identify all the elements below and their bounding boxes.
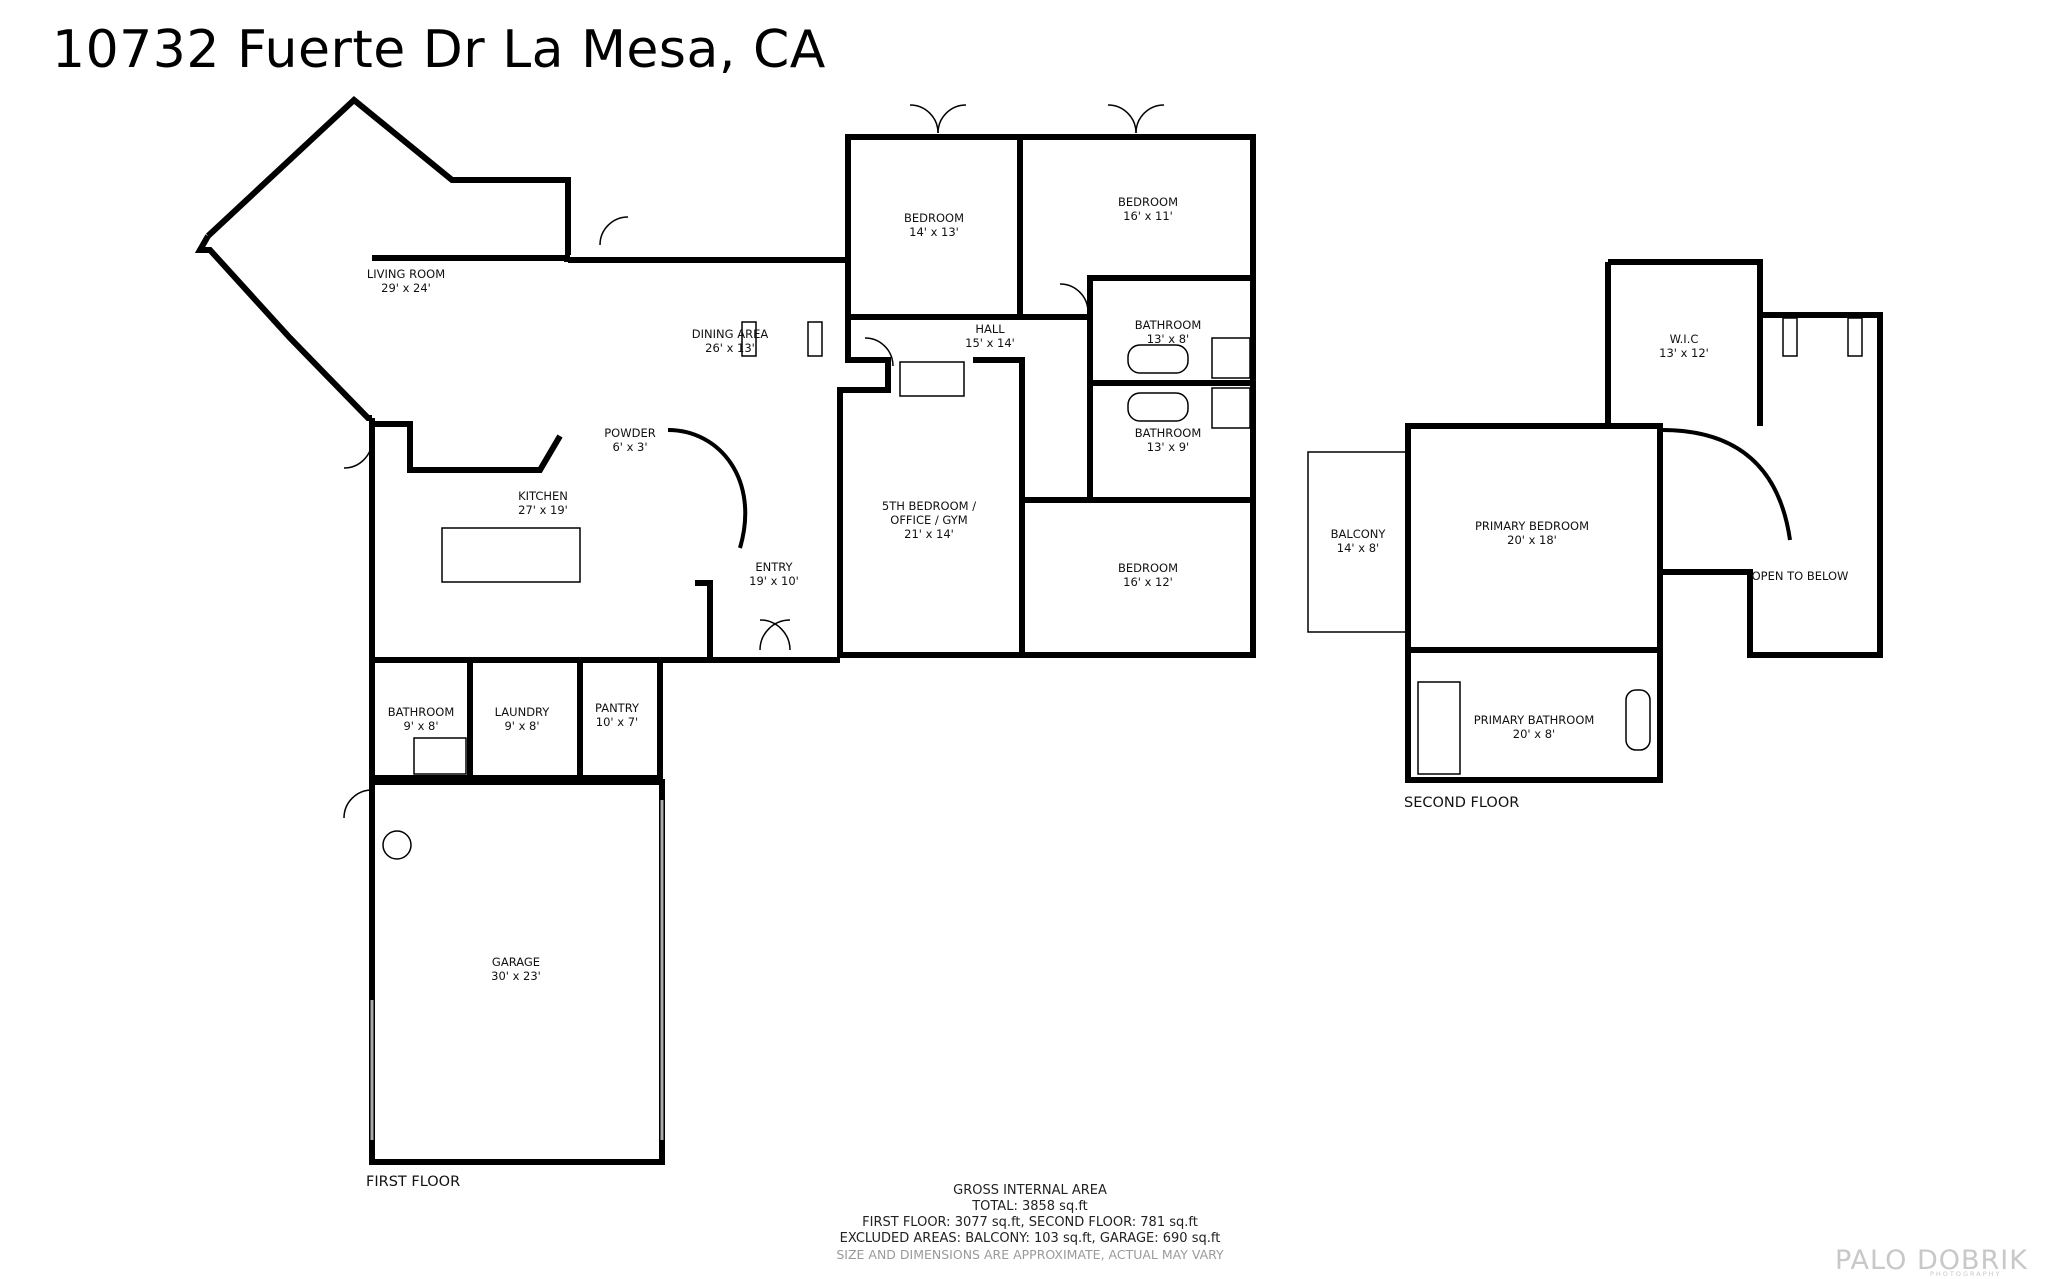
stair-curve (667, 428, 748, 549)
wall-service (369, 660, 663, 781)
wall-kitchen-top (372, 421, 563, 473)
dining-area-label: DINING AREA (692, 327, 769, 341)
wall-living-west (194, 234, 372, 421)
second-floor-label: SECOND FLOOR (1404, 795, 1519, 811)
wall-primary-bathroom (1405, 647, 1663, 783)
door-arc (909, 104, 939, 134)
wall-dining-top (568, 137, 851, 263)
area-floors: FIRST FLOOR: 3077 sq.ft, SECOND FLOOR: 7… (862, 1215, 1198, 1230)
entry-label: ENTRY (755, 560, 793, 574)
bathroom-a-label: BATHROOM (1135, 318, 1202, 332)
wall-wic-left (1605, 262, 1664, 575)
wall-bathroom-b (1087, 278, 1256, 503)
bathroom-b-label: BATHROOM (1135, 426, 1202, 440)
skylight (807, 321, 823, 357)
primary-bathroom-label: PRIMARY BATHROOM (1474, 713, 1595, 727)
door-arc (343, 439, 373, 469)
open-to-below-label: OPEN TO BELOW (1752, 569, 1849, 583)
kitchen-label: KITCHEN (518, 489, 568, 503)
powder-size: 6' x 3' (612, 440, 647, 454)
bathtub (1625, 689, 1651, 751)
fifth-bedroom-label-1: 5TH BEDROOM / (882, 499, 976, 513)
kitchen-size: 27' x 19' (518, 503, 568, 517)
laundry-label: LAUNDRY (495, 705, 551, 719)
primary-bedroom-size: 20' x 18' (1507, 533, 1557, 547)
fifth-bedroom-label-2: OFFICE / GYM (890, 513, 967, 527)
first-floor-label: FIRST FLOOR (366, 1174, 460, 1190)
balcony-size: 14' x 8' (1337, 541, 1379, 555)
wall-wic (1608, 259, 1883, 658)
bathroom-b-size: 13' x 9' (1147, 440, 1189, 454)
garage-size: 30' x 23' (491, 969, 541, 983)
stair-curve (1661, 428, 1792, 541)
balcony-outline (1307, 451, 1409, 633)
bathroom-c-size: 9' x 8' (403, 719, 438, 733)
shower (1211, 337, 1251, 379)
bedroom-b-size: 16' x 11' (1123, 209, 1173, 223)
primary-bedroom-label: PRIMARY BEDROOM (1475, 519, 1589, 533)
door-arc (343, 789, 373, 819)
wall-bedroom-b (1020, 134, 1256, 320)
brand-logo: PALO DOBRIK (1835, 1245, 2028, 1276)
door-arc (759, 619, 791, 651)
wall-living-room (372, 255, 570, 262)
living-room-size: 29' x 24' (381, 281, 431, 295)
pantry-size: 10' x 7' (596, 715, 638, 729)
bedroom-a-size: 14' x 13' (909, 225, 959, 239)
bathtub (1127, 344, 1189, 374)
wic-size: 13' x 12' (1659, 346, 1709, 360)
fireplace (899, 361, 965, 397)
skylight (741, 321, 757, 357)
gross-internal-area: GROSS INTERNAL AREA TOTAL: 3858 sq.ft FI… (805, 1183, 1255, 1263)
skylight (1782, 317, 1798, 357)
bathroom-c-label: BATHROOM (388, 705, 455, 719)
fifth-bedroom-size: 21' x 14' (904, 527, 954, 541)
primary-bathroom-size: 20' x 8' (1513, 727, 1555, 741)
area-disclaimer: SIZE AND DIMENSIONS ARE APPROXIMATE, ACT… (836, 1247, 1224, 1262)
laundry-size: 9' x 8' (504, 719, 539, 733)
hall-size: 15' x 14' (965, 336, 1015, 350)
bathroom-a-size: 13' x 8' (1147, 332, 1189, 346)
door-arc (864, 337, 894, 367)
bedroom-b-label: BEDROOM (1118, 195, 1178, 209)
door-arc (599, 216, 629, 246)
living-room-label: LIVING ROOM (367, 267, 445, 281)
page-title: 10732 Fuerte Dr La Mesa, CA (52, 20, 826, 80)
dining-area-size: 26' x 13' (705, 341, 755, 355)
bathtub (1127, 392, 1189, 422)
door-arc (937, 104, 967, 134)
wall-living-north (205, 96, 571, 255)
bedroom-c-size: 16' x 12' (1123, 575, 1173, 589)
water-heater (382, 830, 412, 860)
powder-label: POWDER (604, 426, 655, 440)
entry-size: 19' x 10' (749, 574, 799, 588)
door-arc (1135, 104, 1165, 134)
skylight (1847, 317, 1863, 357)
shower (1417, 681, 1461, 775)
area-excluded: EXCLUDED AREAS: BALCONY: 103 sq.ft, GARA… (839, 1231, 1221, 1246)
shower (1211, 387, 1251, 429)
door-arc (1107, 104, 1137, 134)
wall-kitchen (369, 418, 713, 663)
brand-logo-tagline: PHOTOGRAPHY (1930, 1270, 2002, 1278)
pantry-label: PANTRY (595, 701, 640, 715)
door-arc (759, 619, 791, 651)
wic-label: W.I.C (1670, 332, 1699, 346)
kitchen-island (441, 527, 581, 583)
garage-label: GARAGE (492, 955, 540, 969)
bedroom-c-label: BEDROOM (1118, 561, 1178, 575)
door-arc (1059, 283, 1089, 313)
balcony-label: BALCONY (1331, 527, 1387, 541)
area-total: TOTAL: 3858 sq.ft (972, 1199, 1088, 1214)
wall-bedroom-a (845, 134, 1023, 320)
bedroom-a-label: BEDROOM (904, 211, 964, 225)
area-heading: GROSS INTERNAL AREA (953, 1183, 1107, 1198)
wall-hall (837, 317, 1025, 658)
shower (413, 737, 467, 775)
hall-label: HALL (975, 322, 1005, 336)
wall-bedroom-c (1022, 497, 1256, 658)
